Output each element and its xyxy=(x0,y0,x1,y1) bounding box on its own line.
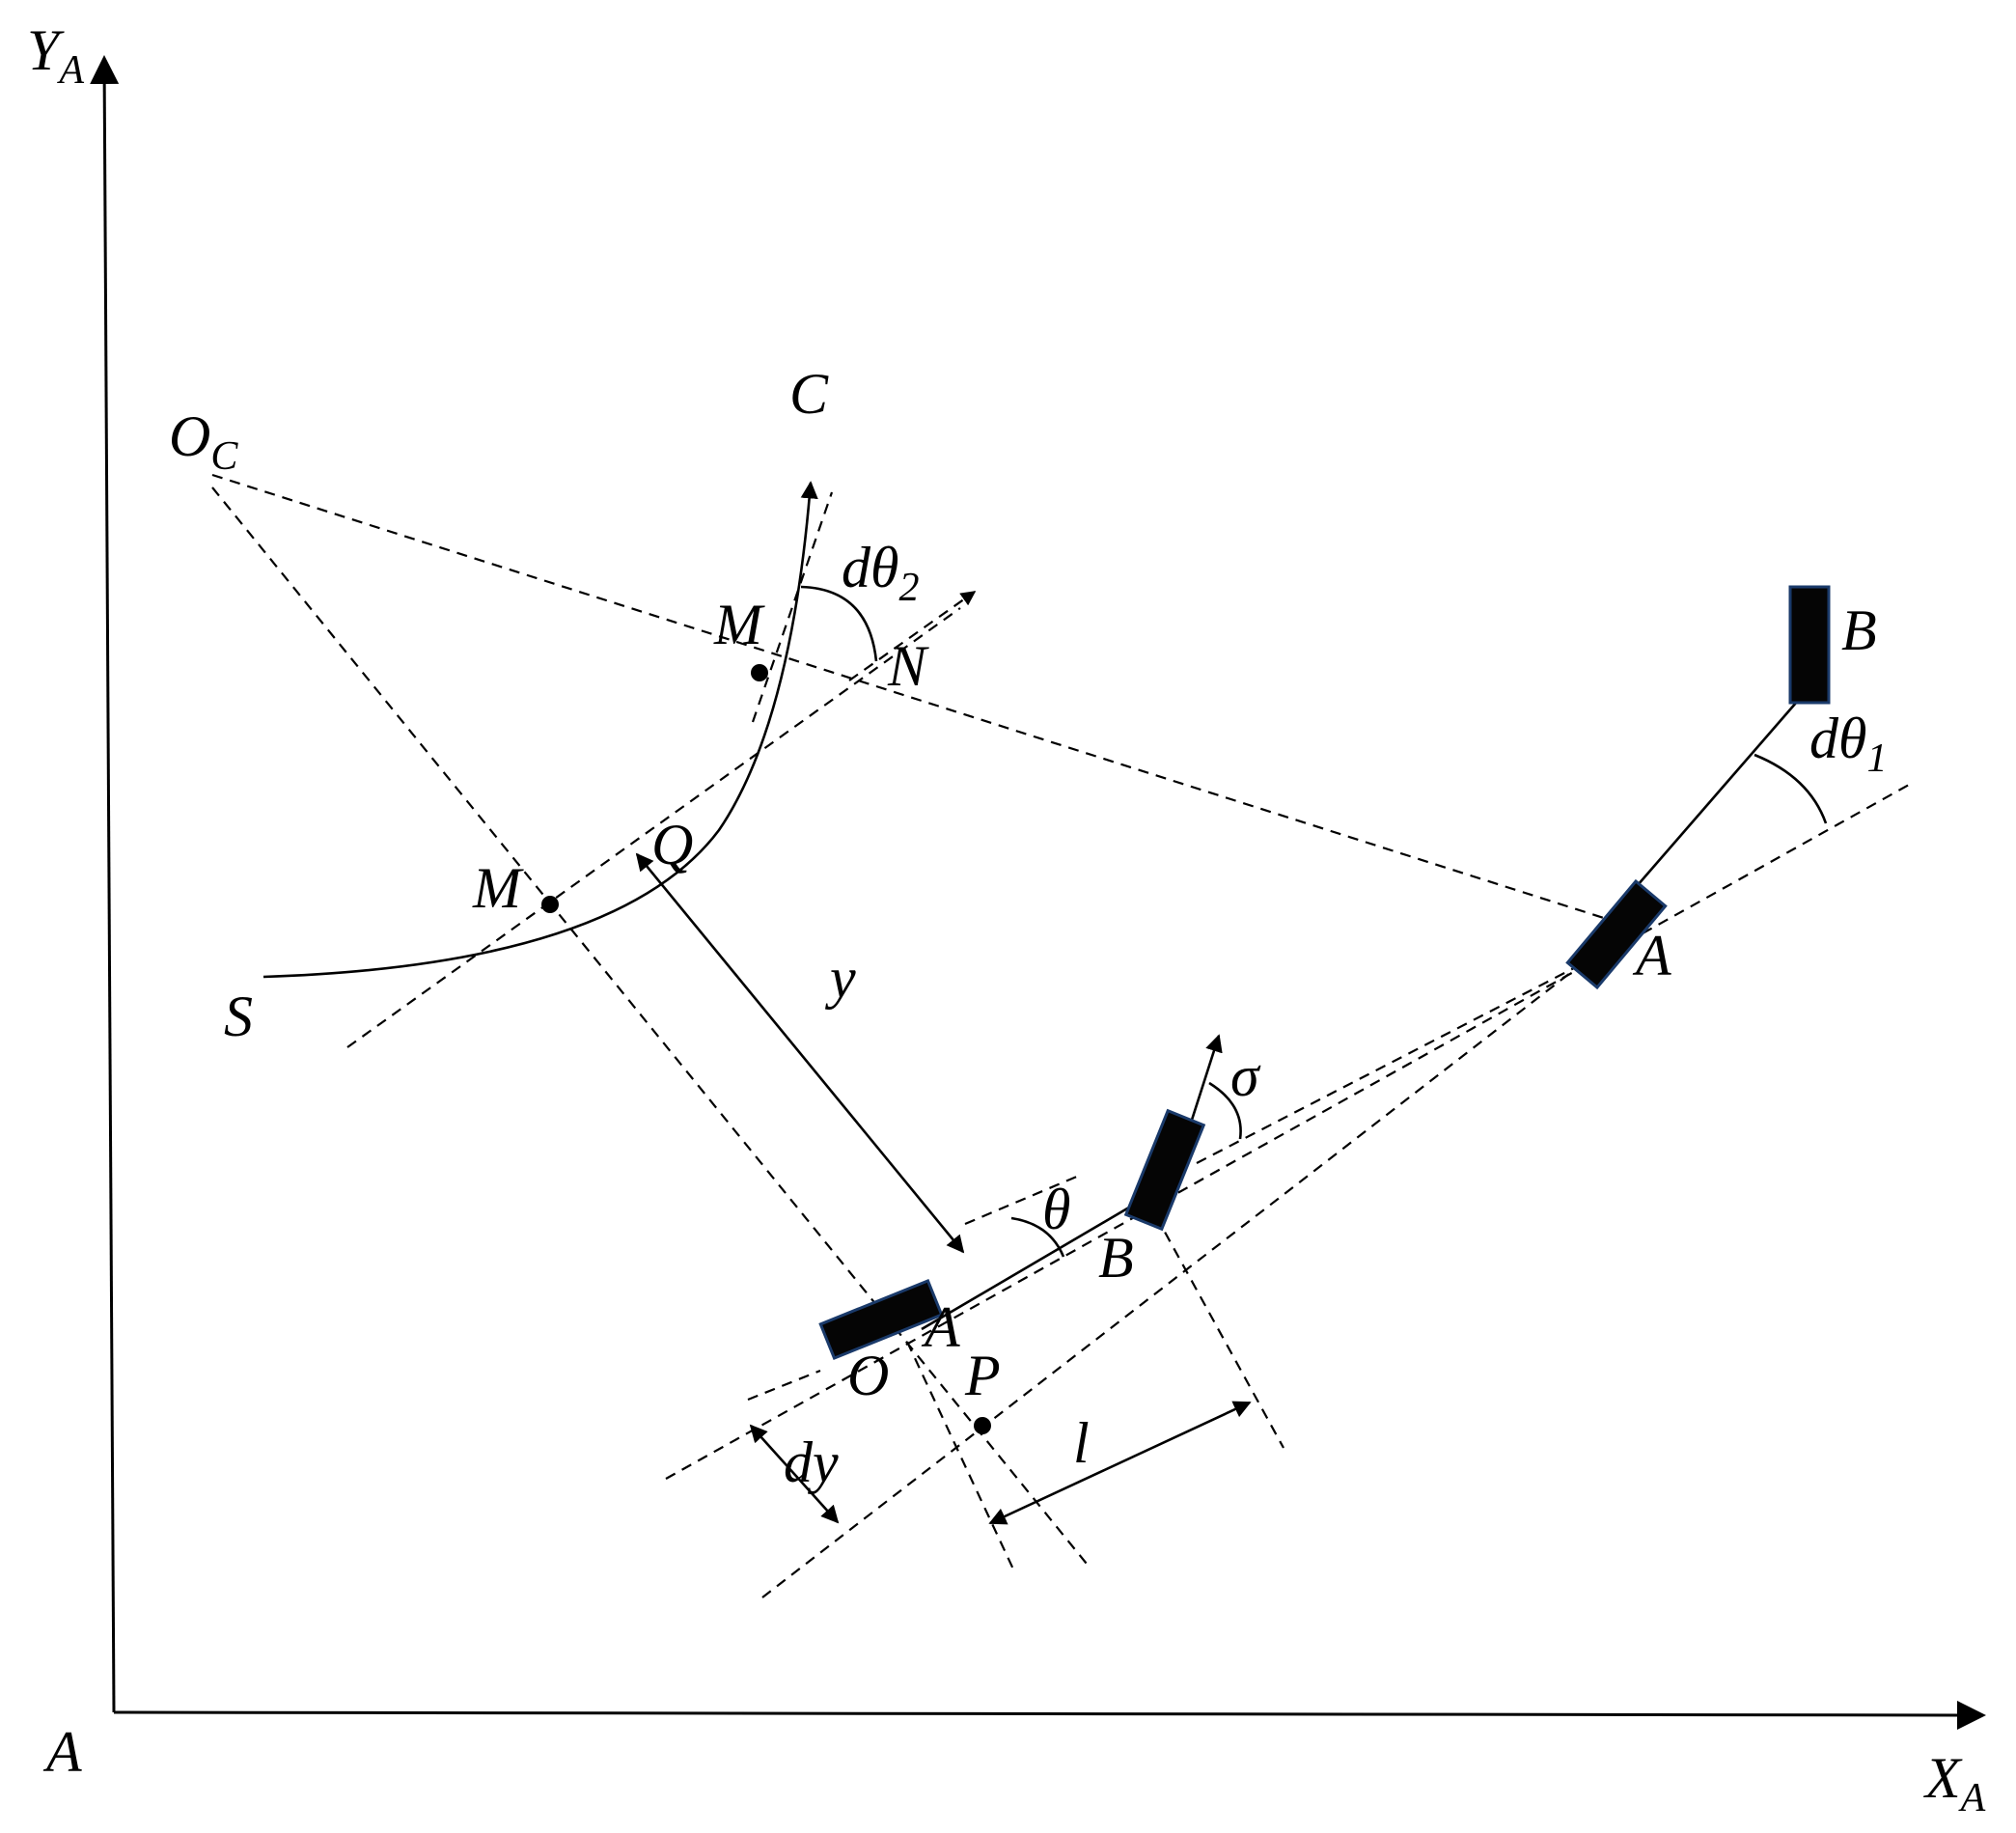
o-perpendicular-line xyxy=(906,1341,1016,1574)
far-front-wheel xyxy=(1788,585,1831,705)
oc-to-far-a-line xyxy=(211,473,1608,921)
theta-arc xyxy=(1010,1216,1065,1258)
tangent-at-lower-m xyxy=(346,607,961,1048)
b-near-label: B xyxy=(1098,1226,1134,1290)
y-label: y xyxy=(824,946,856,1010)
dtheta2-label: dθ2 xyxy=(842,536,919,610)
x-axis-label: XA xyxy=(1923,1746,1986,1820)
front-wheel-heading-line xyxy=(1196,955,1599,1164)
y-axis-label: YA xyxy=(27,18,84,93)
point-m-upper xyxy=(751,664,768,681)
o-label: O xyxy=(847,1344,889,1407)
dtheta1-label: dθ1 xyxy=(1809,707,1887,781)
near-axle-extension-line xyxy=(747,1369,821,1402)
x-axis xyxy=(113,1700,1986,1730)
l-arrow xyxy=(988,1401,1252,1525)
theta-label: θ xyxy=(1042,1178,1070,1241)
b-perpendicular-line xyxy=(1155,1215,1284,1449)
y-axis xyxy=(90,55,120,1713)
far-rear-wheel xyxy=(1565,878,1668,990)
near-rear-wheel xyxy=(818,1278,944,1361)
a-far-label: A xyxy=(1632,924,1671,987)
tangent-at-upper-m xyxy=(751,491,834,723)
m-lower-label: M xyxy=(472,856,524,920)
point-p xyxy=(974,1417,991,1434)
near-axle-upper-dash xyxy=(964,1174,1080,1226)
dy-label: dy xyxy=(784,1430,839,1494)
far-vehicle-body xyxy=(1611,686,1810,916)
p-label: P xyxy=(964,1344,1001,1407)
sigma-label: σ xyxy=(1230,1044,1261,1108)
near-front-wheel xyxy=(1123,1108,1206,1232)
dy-arrow xyxy=(749,1424,840,1524)
q-label: Q xyxy=(651,813,693,876)
oc-radius-line xyxy=(211,486,1091,1569)
near-vehicle-body xyxy=(921,1200,1140,1331)
dtheta2-arc xyxy=(800,585,878,662)
path-curve xyxy=(262,481,818,979)
m-upper-label: M xyxy=(713,593,765,656)
oc-label: OC xyxy=(169,404,238,479)
n-direction-arrow xyxy=(848,591,977,681)
l-label: l xyxy=(1073,1411,1090,1475)
point-m-lower xyxy=(541,896,559,913)
s-label: S xyxy=(224,985,253,1048)
sigma-arc xyxy=(1208,1081,1242,1140)
c-label: C xyxy=(789,362,829,426)
y-distance-arrow xyxy=(635,852,965,1254)
b-far-label: B xyxy=(1841,598,1877,662)
dtheta1-arc xyxy=(1754,753,1828,824)
p-to-far-a-line xyxy=(761,962,1584,1598)
n-label: N xyxy=(887,634,929,698)
origin-label: A xyxy=(42,1720,82,1784)
a-near-label: A xyxy=(921,1295,960,1359)
